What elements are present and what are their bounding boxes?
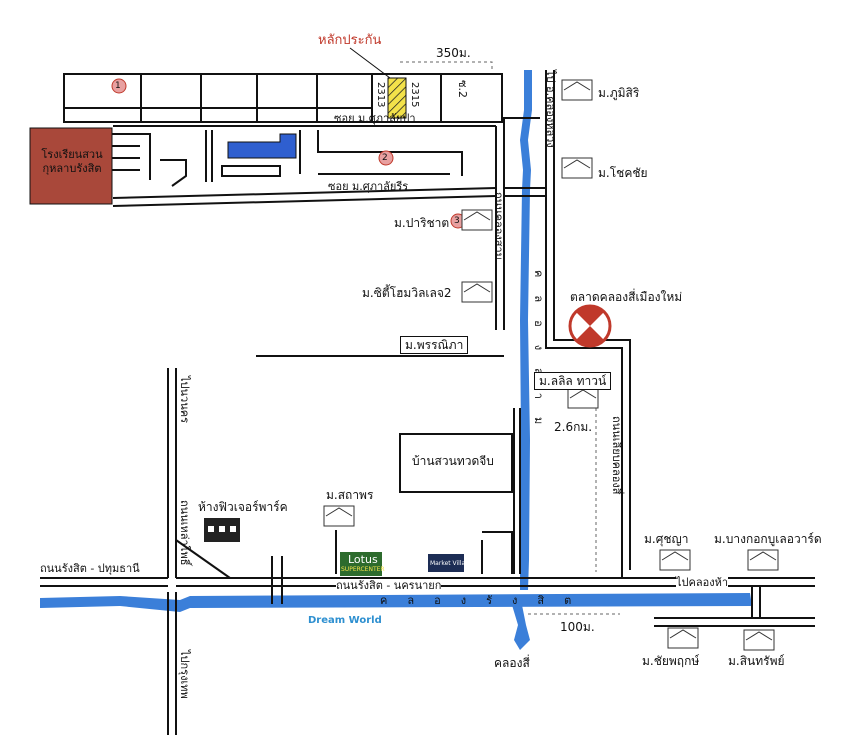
village-phumsiri: ม.ภูมิสิริ [598, 86, 640, 100]
klong-rangsit-canal [40, 593, 752, 612]
road-to-nava-nakorn: ไปนวนคร [178, 376, 191, 423]
village-bangkok-boulevard: ม.บางกอกบูเลอวาร์ด [714, 532, 822, 546]
house-icons [323, 79, 779, 651]
mall-label: ห้างฟิวเจอร์พาร์ค [198, 500, 288, 514]
distance-lines [400, 61, 620, 615]
road-to-bangkok: ไปกรุงเทพ [178, 650, 191, 699]
house-icon [323, 505, 355, 527]
project-plot-number: 2315 [409, 82, 420, 108]
house-icon [561, 79, 593, 101]
market-icon [568, 304, 612, 348]
road-rangsit-pathum: ถนนรังสิต - ปทุมธานี [40, 562, 140, 575]
village-pornnipa: ม.พรรณิภา [400, 336, 469, 354]
canal-klong-si-label: คลองสี่ [494, 656, 530, 670]
road-rangsit-nakhon-nayok: ถนนรังสิต - นครนายก [336, 579, 442, 593]
project-plot [387, 77, 407, 119]
house-icon [667, 627, 699, 649]
road-klong-sam: ถนนคลองสาม [492, 192, 505, 260]
canal-klong-rangsit-label: คลองรังสิต [380, 594, 592, 607]
project-pointer [349, 47, 391, 79]
house-icon [567, 387, 599, 409]
village-suchaya: ม.ศุชญา [644, 532, 689, 546]
soi-top-label: ซอย ม.ศุภาลัยปา [334, 112, 416, 125]
baan-suan-label: บ้านสวนทวดจีบ [412, 454, 494, 468]
distance-top: 350ม. [436, 46, 471, 60]
road-to-klong-luang: ไป อ.คลองหลวง [544, 70, 557, 148]
dream-world-label: Dream World [308, 615, 382, 626]
klong-sam-canal [520, 70, 532, 590]
lotus-sub-label: SUPERCENTER [341, 566, 385, 573]
village-lalin: ม.ลลิล ทาวน์ [534, 372, 612, 390]
klong-si-canal [512, 605, 530, 650]
road-klong-si: ถนนเลียบคลองสี่ [610, 416, 623, 495]
market-label: ตลาดคลองสี่เมืองใหม่ [570, 290, 683, 304]
house-icon [561, 157, 593, 179]
village-city-home: ม.ซิตี้โฮมวิลเลจ2 [362, 286, 452, 300]
numbered-pin-icon [378, 150, 394, 166]
pool-shape [227, 133, 297, 159]
canal-klong-sam-label: คลองสาม [532, 270, 545, 443]
mall-icon [204, 518, 240, 542]
village-chokchai: ม.โชคชัย [598, 166, 648, 180]
village-chaiyaphruek: ม.ชัยพฤกษ์ [642, 654, 700, 668]
marker-label: 2 [382, 153, 388, 163]
school-block [29, 127, 113, 205]
house-icon [461, 281, 493, 303]
house-icon [743, 629, 775, 651]
soi-mid-label: ซอย ม.ศุภาลัยรีร [328, 180, 409, 193]
house-icon [461, 209, 493, 231]
roads [40, 70, 815, 735]
lotus-logo [340, 552, 382, 576]
village-parichat: ม.ปาริชาต [394, 216, 450, 230]
market-village-logo [428, 554, 464, 572]
canals [40, 70, 752, 650]
project-plot-number: 2313 [375, 82, 386, 108]
road-lam-luk-ka: ถนนเหล่าโพธิ์ [178, 500, 191, 566]
soi-2-label: ซ.2 [456, 80, 469, 98]
marker-label: 1 [115, 81, 121, 91]
village-sathaporn: ม.สถาพร [326, 488, 374, 502]
road-to-klong-ha: ไปคลองห้า [676, 576, 729, 590]
market-village-label: Market Village [430, 560, 473, 567]
lotus-label: Lotus [348, 553, 378, 566]
distance-mid: 2.6กม. [554, 420, 593, 434]
numbered-pin-icon [111, 78, 127, 94]
school-label: โรงเรียนสวนกุหลาบรังสิต [41, 148, 103, 175]
project-title: หลักประกัน [318, 33, 382, 48]
marker-label: 3 [454, 216, 460, 226]
house-icon [747, 549, 779, 571]
distance-bottom: 100ม. [560, 620, 595, 634]
village-sinsap: ม.สินทรัพย์ [728, 654, 785, 668]
house-icon [659, 549, 691, 571]
